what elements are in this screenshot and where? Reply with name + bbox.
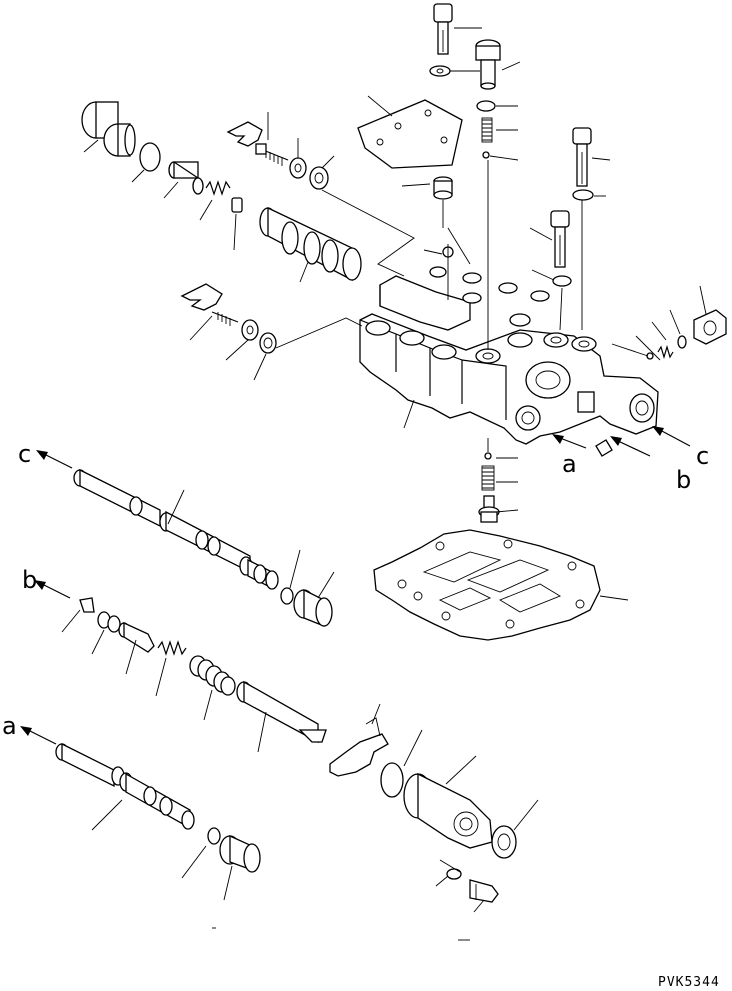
large-plug-top xyxy=(81,101,136,157)
right-bolt-2 xyxy=(550,210,570,268)
small-spring-top xyxy=(481,117,493,143)
arrow-c-left xyxy=(36,450,73,469)
callout-c-left: c xyxy=(18,440,31,468)
spring-small-left xyxy=(205,180,231,196)
plunger-b xyxy=(118,621,155,653)
arrow-b-right xyxy=(610,436,651,457)
spool-c xyxy=(73,468,279,590)
oring-a xyxy=(207,827,221,845)
bolt-bottom xyxy=(469,879,499,903)
ring-b xyxy=(97,611,121,633)
leader-lines xyxy=(61,27,707,941)
arrow-a-right xyxy=(552,434,587,449)
drawing-code: PVK5344 xyxy=(658,975,720,990)
plug-a xyxy=(219,834,261,873)
cover-plate xyxy=(357,99,463,169)
spring-b-small xyxy=(157,640,187,656)
shift-fork xyxy=(329,717,389,777)
arrow-b-left xyxy=(34,580,71,599)
gasket-plate xyxy=(373,529,601,641)
end-cover xyxy=(403,772,493,849)
right-oring xyxy=(677,335,687,349)
spool-large-top xyxy=(259,206,362,282)
top-bolt xyxy=(433,3,453,55)
valve-body xyxy=(359,266,659,491)
spacer-collar xyxy=(433,176,453,200)
small-piston-top xyxy=(168,161,204,195)
callout-c-right: c xyxy=(696,442,709,470)
nut-mid xyxy=(241,319,259,341)
right-bolt-1 xyxy=(572,127,592,187)
u-clip-top xyxy=(226,121,263,147)
oring-c xyxy=(280,587,294,605)
adjust-screw-top xyxy=(255,143,289,166)
callout-a-left: a xyxy=(2,712,17,740)
callout-b-left: b xyxy=(22,566,37,594)
oil-seal xyxy=(491,825,517,859)
lock-ring-top xyxy=(309,166,329,190)
nut-top xyxy=(289,157,307,179)
small-washer-bottom xyxy=(446,868,462,880)
cap-small-left xyxy=(231,197,243,213)
oring-large xyxy=(380,762,404,798)
callout-b-right: b xyxy=(676,466,691,494)
u-clip-mid xyxy=(180,283,223,311)
arrow-a-left xyxy=(20,726,57,745)
small-ball-top xyxy=(482,151,490,159)
arrow-c-right xyxy=(652,426,691,447)
lock-ring-mid xyxy=(259,332,277,354)
plug-pin xyxy=(475,39,501,90)
right-spring xyxy=(657,344,674,360)
washer-top xyxy=(429,65,451,77)
small-oring-top xyxy=(476,100,496,112)
right-plug xyxy=(693,309,727,345)
oring-top-left xyxy=(139,142,161,172)
right-washer-1 xyxy=(572,189,594,201)
spring-b-large xyxy=(189,655,236,696)
spool-b xyxy=(236,680,327,744)
clip-b xyxy=(79,597,95,613)
right-washer-2 xyxy=(552,275,572,287)
check-valve-bottom xyxy=(478,495,500,523)
small-pin-b xyxy=(595,439,613,457)
adjust-screw-mid xyxy=(211,311,239,326)
plug-c xyxy=(293,588,333,627)
callout-a-right: a xyxy=(562,450,577,478)
spool-a xyxy=(55,742,195,830)
